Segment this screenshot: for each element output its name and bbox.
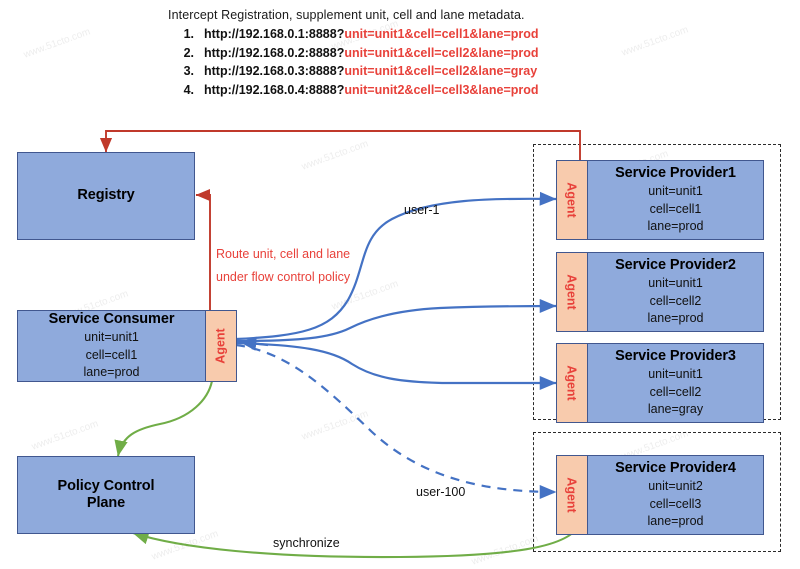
url-query: unit=unit2&cell=cell3&lane=prod [344,82,539,97]
agent-label: Agent [214,328,229,364]
watermark: www.51cto.com [300,138,370,173]
agent-label: Agent [565,477,580,513]
watermark: www.51cto.com [30,418,100,453]
node-service-provider4-meta-cell: cell=cell3 [649,496,702,511]
node-service-provider1-title: Service Provider1 [615,165,736,182]
url-index: 1. [183,27,194,41]
node-registry-title: Registry [77,187,135,204]
edge-consumer-to-provider2 [235,298,557,343]
agent-label: Agent [565,274,580,310]
agent-service-provider4[interactable]: Agent [557,456,588,534]
url-query: unit=unit1&cell=cell2&lane=gray [344,64,538,78]
node-service-provider3-meta-unit: unit=unit1 [648,367,703,382]
watermark: www.51cto.com [22,26,92,61]
annotation-route-policy: Route unit, cell and lane under flow con… [216,243,350,289]
node-service-provider1-meta-cell: cell=cell1 [649,201,702,216]
node-service-provider4[interactable]: Agent Service Provider4 unit=unit2 cell=… [556,455,764,535]
url-index: 2. [183,45,194,60]
agent-service-provider3[interactable]: Agent [557,344,588,422]
node-policy-control-plane-body: Policy Control Plane [18,457,194,533]
url-list-item: 4. http://192.168.0.4:8888? unit=unit2&c… [168,83,598,97]
agent-label: Agent [565,182,580,218]
node-service-provider2-meta-cell: cell=cell2 [649,293,702,308]
node-policy-control-plane-title: Policy Control Plane [57,477,155,511]
url-base: http://192.168.0.3:8888? [204,64,345,78]
node-service-provider3-title: Service Provider3 [615,348,736,365]
annotation-route-policy-line2: under flow control policy [216,270,351,285]
watermark: www.51cto.com [620,24,690,59]
page-title: Intercept Registration, supplement unit,… [168,8,525,22]
node-service-provider1-body: Service Provider1 unit=unit1 cell=cell1 … [588,161,763,239]
node-service-provider4-meta-unit: unit=unit2 [648,479,703,494]
url-query: unit=unit1&cell=cell2&lane=prod [344,45,539,60]
node-service-provider3-meta-lane: lane=gray [647,402,704,417]
edge-consumer-to-provider4-dashed [235,343,557,500]
node-service-consumer-meta-lane: lane=prod [83,365,140,380]
node-service-provider2-meta-lane: lane=prod [647,311,704,326]
header-block: Intercept Registration, supplement unit,… [168,8,598,97]
url-index: 3. [183,64,194,78]
node-service-provider1-meta-unit: unit=unit1 [648,184,703,199]
node-service-provider2[interactable]: Agent Service Provider2 unit=unit1 cell=… [556,252,764,332]
node-service-provider3-body: Service Provider3 unit=unit1 cell=cell2 … [588,344,763,422]
node-registry[interactable]: Registry [17,152,195,240]
edge-provider-response-to-consumer [239,336,269,351]
node-service-provider1-meta-lane: lane=prod [647,219,704,234]
node-service-provider2-body: Service Provider2 unit=unit1 cell=cell2 … [588,253,763,331]
edge-consumer-to-registry [195,188,211,310]
node-service-provider2-title: Service Provider2 [615,257,736,274]
edge-consumer-to-provider3 [235,341,557,391]
node-service-provider3-meta-cell: cell=cell2 [649,384,702,399]
edge-synchronize-provider4-to-policy-plane [132,523,581,559]
url-list-item: 2. http://192.168.0.2:8888? unit=unit1&c… [168,46,598,60]
node-service-consumer-body: Service Consumer unit=unit1 cell=cell1 l… [18,311,205,381]
agent-service-consumer[interactable]: Agent [205,311,236,381]
edge-label-user-100: user-100 [416,485,466,499]
agent-service-provider1[interactable]: Agent [557,161,588,239]
node-policy-control-plane[interactable]: Policy Control Plane [17,456,195,534]
node-service-consumer-meta-cell: cell=cell1 [85,347,138,362]
watermark: www.51cto.com [300,408,370,443]
url-base: http://192.168.0.2:8888? [204,45,345,60]
node-service-provider3[interactable]: Agent Service Provider3 unit=unit1 cell=… [556,343,764,423]
edge-label-user-1: user-1 [404,203,440,217]
agent-label: Agent [565,365,580,401]
annotation-route-policy-line1: Route unit, cell and lane [216,247,351,261]
agent-service-provider2[interactable]: Agent [557,253,588,331]
url-list-item: 1. http://192.168.0.1:8888? unit=unit1&c… [168,27,598,41]
node-service-provider4-meta-lane: lane=prod [647,514,704,529]
node-service-provider4-title: Service Provider4 [615,460,736,477]
watermark: www.51cto.com [470,533,540,568]
url-query: unit=unit1&cell=cell1&lane=prod [344,27,539,41]
node-service-consumer-meta-unit: unit=unit1 [84,330,139,345]
node-registry-body: Registry [18,153,194,239]
node-service-provider2-meta-unit: unit=unit1 [648,276,703,291]
url-base: http://192.168.0.1:8888? [204,27,345,41]
edge-consumer-to-policy-plane [114,380,214,457]
node-service-consumer[interactable]: Service Consumer unit=unit1 cell=cell1 l… [17,310,237,382]
url-index: 4. [183,82,194,97]
node-service-provider4-body: Service Provider4 unit=unit2 cell=cell3 … [588,456,763,534]
edge-label-synchronize: synchronize [273,536,340,550]
node-service-consumer-title: Service Consumer [48,311,175,328]
url-base: http://192.168.0.4:8888? [204,82,345,97]
node-service-provider1[interactable]: Agent Service Provider1 unit=unit1 cell=… [556,160,764,240]
url-list-item: 3. http://192.168.0.3:8888? unit=unit1&c… [168,64,598,78]
